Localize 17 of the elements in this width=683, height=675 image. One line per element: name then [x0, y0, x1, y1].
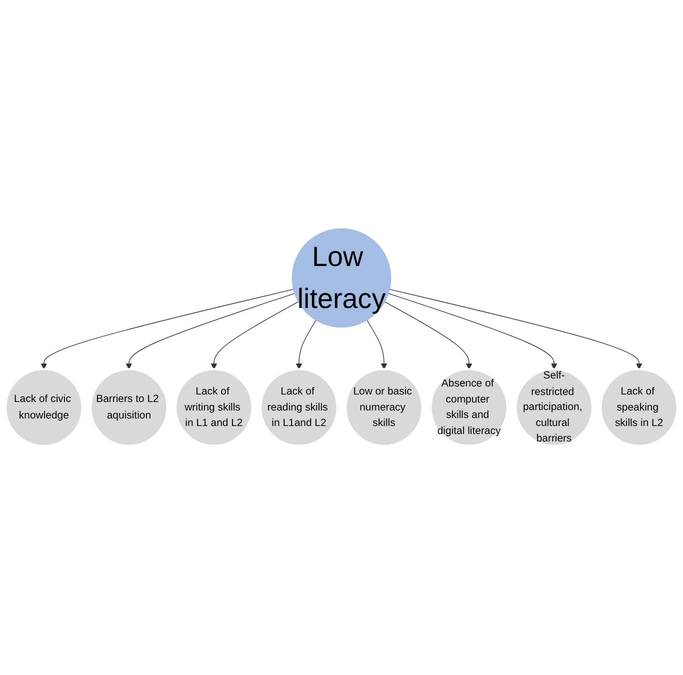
arrow — [40, 288, 294, 370]
node-circle: Barriers to L2 aquisition — [90, 368, 168, 447]
node-circle: Lack of speaking skills in L2 — [600, 368, 678, 447]
arrow — [210, 301, 299, 370]
arrow — [366, 320, 388, 370]
node-circle: Lack of reading skills in L1and L2 — [260, 368, 338, 447]
node-circle: Lack of writing skills in L1 and L2 — [174, 368, 254, 447]
arrow — [388, 292, 558, 370]
arrow — [384, 301, 472, 370]
arrow — [296, 320, 316, 370]
node-circle: Low or basic numeracy skills — [344, 368, 424, 447]
node-circle: Lack of civic knowledge — [4, 368, 84, 447]
node-circle: Low literacy — [292, 228, 392, 328]
node-circle: Absence of computer skills and digital literacy — [430, 368, 508, 447]
arrow — [126, 292, 295, 370]
node-circle: Self-restricted participation, cultural barriers — [514, 368, 594, 447]
arrow — [389, 288, 642, 370]
